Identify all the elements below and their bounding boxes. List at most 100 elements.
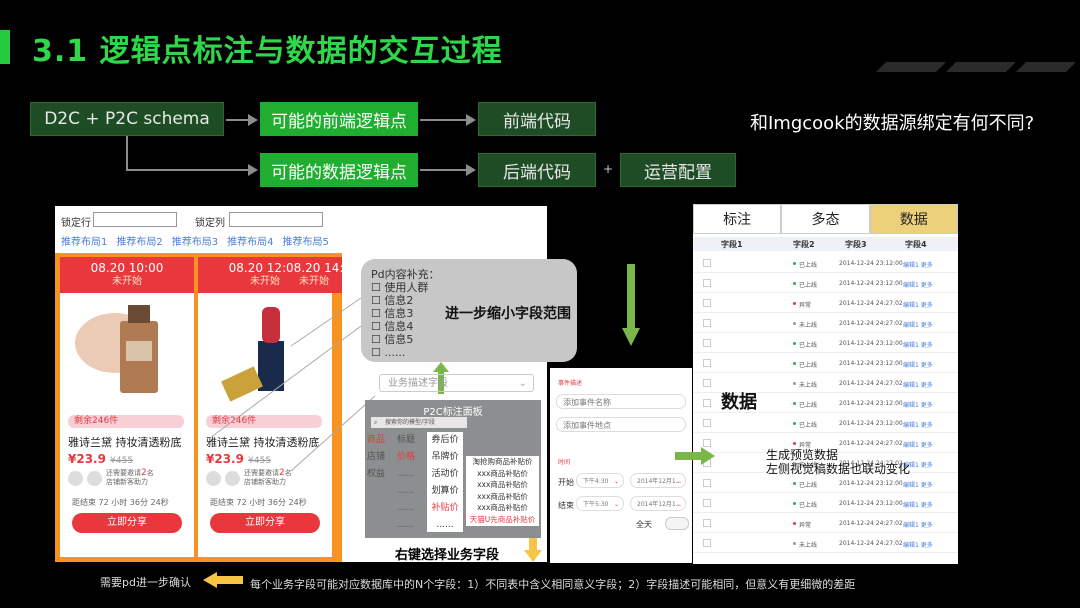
column-header[interactable]: 字段3 — [845, 239, 867, 249]
action-cell[interactable]: 编辑1 更多 — [903, 322, 933, 329]
checkbox[interactable] — [703, 419, 711, 427]
tab-layout-1[interactable]: 推荐布局1 — [61, 237, 108, 248]
context-menu-item[interactable]: xxx商品补贴价 — [477, 468, 528, 478]
business-field-select[interactable]: 业务描述字段⌄ — [379, 374, 534, 392]
checkbox[interactable] — [703, 519, 711, 527]
context-menu-item[interactable]: xxx商品补贴价 — [477, 491, 528, 501]
checkbox[interactable] — [703, 379, 711, 387]
end-date-select[interactable]: 2014年12月1...⌄ — [630, 496, 686, 511]
p2c-field-item[interactable]: 标题 — [397, 435, 416, 445]
p2c-field-item[interactable]: ...... — [397, 520, 415, 530]
p2c-field-item[interactable]: ...... — [397, 486, 415, 496]
p2c-subfield-item[interactable]: ...... — [436, 520, 454, 530]
lock-col-input[interactable] — [229, 212, 323, 227]
tab-data[interactable]: 数据 — [869, 204, 958, 234]
context-menu-item[interactable]: 淘抢购商品补贴价 — [472, 457, 533, 466]
tab-layout-2[interactable]: 推荐布局2 — [116, 237, 163, 248]
event-name-input[interactable]: 添加事件名称 — [556, 394, 686, 409]
action-cell[interactable]: 编辑1 更多 — [903, 502, 933, 509]
p2c-field-item[interactable]: ...... — [397, 469, 415, 479]
action-cell[interactable]: 编辑1 更多 — [903, 442, 933, 449]
context-menu-item[interactable]: xxx商品补贴价 — [477, 503, 528, 512]
checkbox[interactable] — [703, 299, 711, 307]
action-cell[interactable]: 编辑1 更多 — [903, 522, 933, 529]
checkbox[interactable] — [703, 439, 711, 447]
share-button[interactable]: 立即分享 — [72, 513, 182, 533]
p2c-field-item[interactable]: 价格 — [397, 452, 416, 462]
start-date-select[interactable]: 2014年12月1...⌄ — [630, 473, 686, 488]
action-cell[interactable]: 编辑1 更多 — [903, 342, 933, 349]
context-menu-item[interactable]: xxx商品补贴价 — [477, 480, 528, 489]
action-cell[interactable]: 编辑1 更多 — [903, 262, 933, 269]
action-cell[interactable]: 编辑1 更多 — [903, 382, 933, 389]
allday-toggle[interactable] — [665, 517, 689, 530]
pd-item[interactable]: ☐ 信息4 — [371, 320, 414, 333]
checkbox[interactable] — [703, 539, 711, 547]
action-cell[interactable]: 编辑1 更多 — [903, 462, 933, 469]
action-cell[interactable]: 编辑1 更多 — [903, 482, 933, 489]
pd-item[interactable]: ☐ ...... — [371, 346, 406, 359]
column-header[interactable]: 字段1 — [721, 239, 743, 249]
lock-row-input[interactable] — [93, 212, 177, 227]
context-menu-item[interactable]: 天猫U先商品补贴价 — [469, 514, 536, 524]
p2c-search-input[interactable]: ⌕搜索你的模型/字段 — [371, 417, 467, 428]
action-cell[interactable]: 编辑1 更多 — [903, 362, 933, 369]
p2c-model-item[interactable]: 商品 — [367, 435, 386, 445]
tab-layout-3[interactable]: 推荐布局3 — [171, 237, 219, 248]
p2c-subfield-item[interactable]: 划算价 — [431, 486, 459, 496]
checkbox[interactable] — [703, 479, 711, 487]
checkbox[interactable] — [703, 279, 711, 287]
share-button[interactable]: 立即分享 — [210, 513, 320, 533]
pd-item[interactable]: ☐ 信息3 — [371, 307, 414, 320]
checkbox[interactable] — [703, 259, 711, 267]
tab-layout-4[interactable]: 推荐布局4 — [227, 237, 274, 248]
p2c-subfield-item[interactable]: 吊牌价 — [431, 452, 459, 462]
pd-item[interactable]: ☐ 信息5 — [371, 333, 414, 346]
product-card[interactable]: 08.20 10:00 未开始 剩余246件 雅诗兰黛 持妆清透粉底 ¥23.9… — [60, 257, 194, 557]
checkbox[interactable] — [703, 339, 711, 347]
status-dot — [793, 502, 796, 505]
column-header[interactable]: 字段4 — [905, 239, 927, 249]
column-header[interactable]: 字段2 — [793, 239, 815, 249]
start-time-select[interactable]: 下午4:30⌄ — [576, 473, 624, 488]
action-cell[interactable]: 编辑1 更多 — [903, 402, 933, 409]
p2c-subfield-item[interactable]: 券后价 — [431, 435, 459, 445]
action-cell[interactable]: 编辑1 更多 — [903, 542, 933, 549]
p2c-model-item[interactable]: 店铺 — [367, 452, 386, 462]
product-price: ¥23.9 — [68, 452, 106, 466]
p2c-subfield-item[interactable]: 活动价 — [431, 469, 459, 479]
pd-item[interactable]: ☐ 信息2 — [371, 294, 414, 307]
p2c-field-item[interactable]: ...... — [397, 503, 415, 513]
action-cell[interactable]: 编辑1 更多 — [903, 282, 933, 289]
p2c-model-item[interactable]: 权益 — [367, 469, 386, 479]
action-cell[interactable]: 编辑1 更多 — [903, 302, 933, 309]
tab-polymorph[interactable]: 多态 — [781, 204, 870, 234]
checkbox[interactable] — [703, 399, 711, 407]
checkbox[interactable] — [703, 499, 711, 507]
end-time-select[interactable]: 下午5:30⌄ — [576, 496, 624, 511]
tab-annotate[interactable]: 标注 — [693, 204, 782, 234]
product-card[interactable]: 08.20 12:00 未开始 剩余246件 雅诗兰黛 持妆清透粉底 ¥23.9… — [198, 257, 332, 557]
pd-item[interactable]: ☐ 使用人群 — [371, 281, 429, 294]
checkbox[interactable] — [703, 319, 711, 327]
p2c-subfield-item[interactable]: 补贴价 — [431, 503, 459, 513]
event-place-input[interactable]: 添加事件地点 — [556, 417, 686, 432]
tab-layout-5[interactable]: 推荐布局5 — [282, 237, 329, 248]
action-cell[interactable]: 编辑1 更多 — [903, 422, 933, 429]
checkbox[interactable] — [703, 359, 711, 367]
